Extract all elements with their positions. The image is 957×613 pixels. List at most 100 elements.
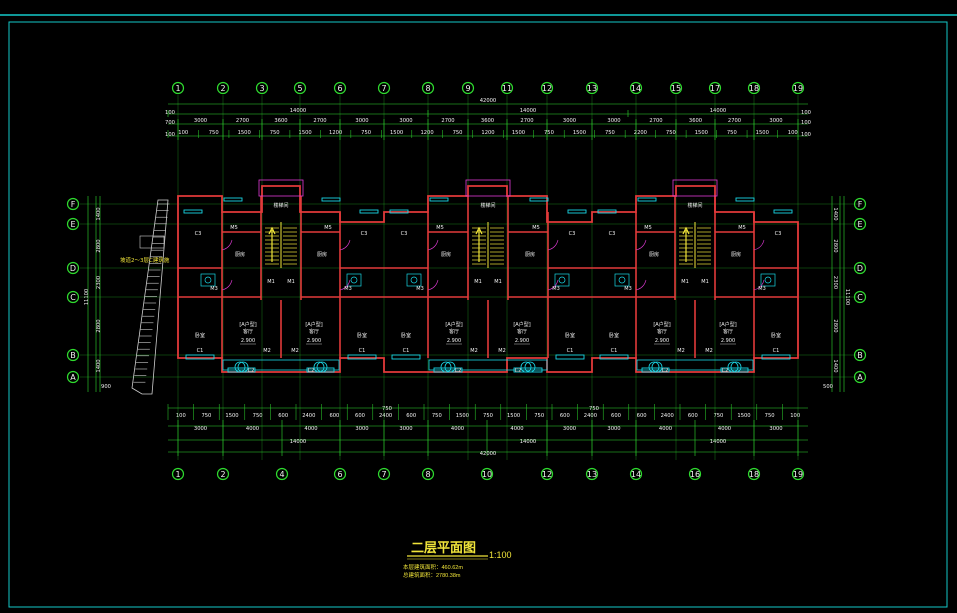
door-code: M3: [758, 286, 766, 292]
dim-top-row3: 750: [453, 130, 463, 136]
axis-bubble-bottom-12: 12: [540, 467, 554, 481]
axis-bubble-label: 1: [175, 470, 180, 479]
window: [773, 209, 793, 214]
dim-top-side-right: 100: [801, 110, 811, 116]
dim-top-row2: 2700: [520, 118, 533, 124]
door-code: M1: [494, 279, 502, 285]
door-code: M1: [287, 279, 295, 285]
axis-bubble-label: 6: [337, 470, 342, 479]
axis-bubble-label: 8: [425, 470, 430, 479]
axis-bubble-top-15: 15: [669, 81, 683, 95]
room-kitchen: 厨房: [317, 251, 327, 258]
door-code: M3: [624, 286, 632, 292]
axis-bubble-label: 2: [220, 84, 225, 93]
axis-bubble-bottom-16: 16: [688, 467, 702, 481]
dim-top-row2: 3000: [607, 118, 620, 124]
axis-bubble-label: 4: [279, 470, 284, 479]
dim-top-row3: 1500: [390, 130, 403, 136]
stair-roof: [672, 179, 718, 197]
toilet-fixture: [760, 273, 776, 287]
window: [637, 197, 657, 202]
axis-bubble-left-A: A: [66, 370, 80, 384]
toilet-fixture: [200, 273, 216, 287]
dim-total-bottom: 42000: [480, 451, 497, 457]
axis-bubble-top-12: 12: [540, 81, 554, 95]
balcony-drain: [648, 361, 660, 373]
dim-bottom-row2: 4000: [451, 426, 464, 432]
dim-bottom-row1: 750: [253, 413, 263, 419]
dim-top-row2: 3000: [355, 118, 368, 124]
door-swing: [635, 279, 647, 291]
window: [429, 197, 449, 202]
axis-bubble-bottom-8: 8: [421, 467, 435, 481]
dim-top-row2: 2700: [728, 118, 741, 124]
dim-total-top: 42000: [480, 98, 497, 104]
window: [185, 354, 215, 360]
axis-bubble-top-13: 13: [585, 81, 599, 95]
door-code: M2: [677, 348, 685, 354]
dim-left-seg: 1400: [96, 207, 102, 220]
stair-roof: [258, 179, 304, 197]
axis-bubble-top-7: 7: [377, 81, 391, 95]
total-area-line: 总建筑面积：2780.38m: [403, 571, 461, 579]
dim-right-seg: 1400: [832, 207, 838, 220]
dim-bottom-row1: 600: [688, 413, 698, 419]
dim-half-bottom: 14000: [290, 439, 307, 445]
window-code: C2: [455, 368, 462, 374]
dim-top-row3: 750: [544, 130, 554, 136]
axis-bubble-label: A: [857, 373, 863, 382]
axis-bubble-label: D: [70, 264, 76, 273]
dim-bottom-row2: 3000: [194, 426, 207, 432]
room-bedroom: 卧室: [771, 332, 781, 339]
stair-roof: [465, 179, 511, 197]
dim-top-row2: 2700: [649, 118, 662, 124]
door-swing: [753, 239, 765, 251]
balcony-drain: [651, 361, 663, 373]
dim-top-row2: 3000: [194, 118, 207, 124]
door-code: M3: [210, 286, 218, 292]
axis-bubble-right-F: F: [853, 197, 867, 211]
axis-bubble-label: 13: [587, 470, 597, 479]
axis-bubble-circle: [461, 81, 475, 95]
window-code: C1: [403, 348, 410, 354]
door-code: M5: [324, 225, 332, 231]
dim-bottom-row1: 750: [483, 413, 493, 419]
axis-bubble-label: 18: [749, 84, 759, 93]
dim-top-row3: 1500: [756, 130, 769, 136]
dim-top-row3: 1500: [695, 130, 708, 136]
dim-top-row2: 2700: [313, 118, 326, 124]
axis-bubble-circle: [585, 467, 599, 481]
axis-bubble-circle: [791, 467, 805, 481]
dim-top-side-left: 100: [165, 110, 175, 116]
axis-bubble-label: 5: [297, 84, 302, 93]
axis-bubble-label: 10: [482, 470, 492, 479]
axis-bubble-bottom-19: 19: [791, 467, 805, 481]
dim-bottom-row1: 2400: [379, 413, 392, 419]
room-living: 客厅: [243, 328, 253, 335]
window-code: C1: [567, 348, 574, 354]
window-code: C3: [195, 231, 202, 237]
room-bedroom: 卧室: [195, 332, 205, 339]
axis-bubble-label: 1: [175, 84, 180, 93]
door-swing: [339, 239, 351, 251]
axis-bubble-label: C: [857, 293, 863, 302]
door-swing: [635, 239, 647, 251]
room-kitchen: 厨房: [649, 251, 659, 258]
dim-top-side-left: 700: [165, 120, 175, 126]
dim-top-side-left: 100: [165, 132, 175, 138]
axis-bubble-circle: [171, 81, 185, 95]
room-kitchen: 厨房: [525, 251, 535, 258]
axis-bubble-right-C: C: [853, 290, 867, 304]
unit-type: [A户型]: [445, 321, 462, 328]
axis-bubble-label: 2: [220, 470, 225, 479]
dim-left-seg: 2300: [96, 276, 102, 289]
axis-bubble-circle: [216, 467, 230, 481]
balcony-drain: [313, 361, 325, 373]
